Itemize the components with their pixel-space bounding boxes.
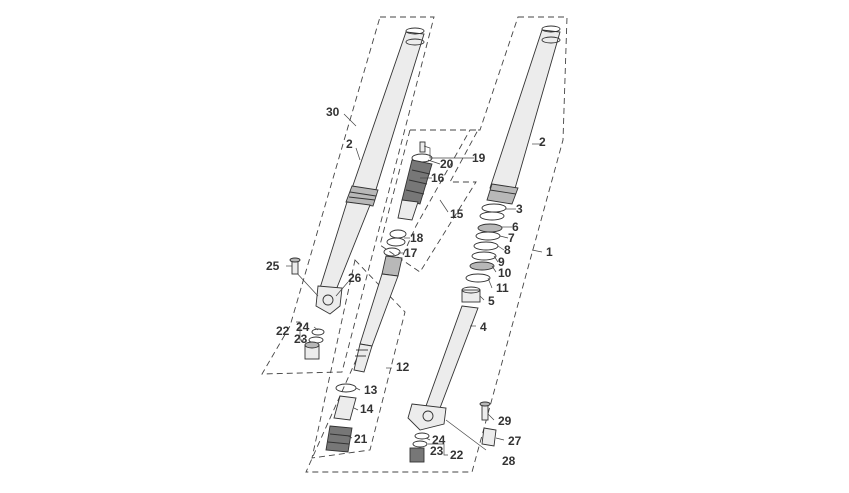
boundary-right-fork-leg [305,16,568,473]
callout-29: 29 [498,414,512,428]
callout-22-right: 22 [450,448,464,462]
right-upper-tube [489,29,561,193]
callout-4: 4 [480,320,487,334]
right-fork-tube [486,25,561,205]
callout-23-right: 23 [430,444,444,458]
callout-16: 16 [431,171,445,185]
boundary-damper-12 [311,259,406,459]
callout-19: 19 [472,151,486,165]
callout-12: 12 [396,360,410,374]
left-tube-seal-rings [345,185,379,207]
right-clamp-27 [481,427,497,447]
callout-labels: 30 2 2 19 20 16 15 3 6 7 18 17 8 1 9 10 … [266,105,553,468]
boundary-left-fork-leg [261,16,435,375]
callout-9: 9 [498,255,505,269]
right-lower-tube [407,305,487,463]
callout-20: 20 [440,157,454,171]
callout-23-left: 23 [294,332,308,346]
callout-26: 26 [348,271,362,285]
leader-lines [286,113,543,456]
callout-22-left: 22 [276,324,290,338]
callout-24-left: 24 [296,320,310,334]
right-bolt-29 [479,401,491,421]
callout-14: 14 [360,402,374,416]
callout-5: 5 [488,294,495,308]
callout-27: 27 [508,434,522,448]
callout-17: 17 [404,246,418,260]
callout-2-left: 2 [346,137,353,151]
left-bolt-25 [289,257,301,275]
callout-7: 7 [508,231,515,245]
left-fork-tube [293,27,425,315]
callout-24-right: 24 [432,433,446,447]
callout-30: 30 [326,105,340,119]
callout-15: 15 [450,207,464,221]
callout-11: 11 [496,281,509,295]
callout-2-right: 2 [539,135,546,149]
callout-3: 3 [516,202,523,216]
left-axle-foot [315,285,343,315]
group-boundaries [261,16,568,473]
callout-21: 21 [354,432,368,446]
boundary-cartridge-15 [379,129,479,273]
right-axle-foot [407,403,447,431]
left-lower-tube [319,201,371,291]
callout-28: 28 [502,454,516,468]
callout-8: 8 [504,243,511,257]
callout-10: 10 [498,266,512,280]
left-foot-washers [304,328,325,360]
cartridge-top-parts [383,141,433,257]
callout-6: 6 [512,220,519,234]
callout-13: 13 [364,383,378,397]
callout-1: 1 [546,245,553,259]
callout-18: 18 [410,231,424,245]
callout-25: 25 [266,259,280,273]
damper-rod [325,255,403,453]
